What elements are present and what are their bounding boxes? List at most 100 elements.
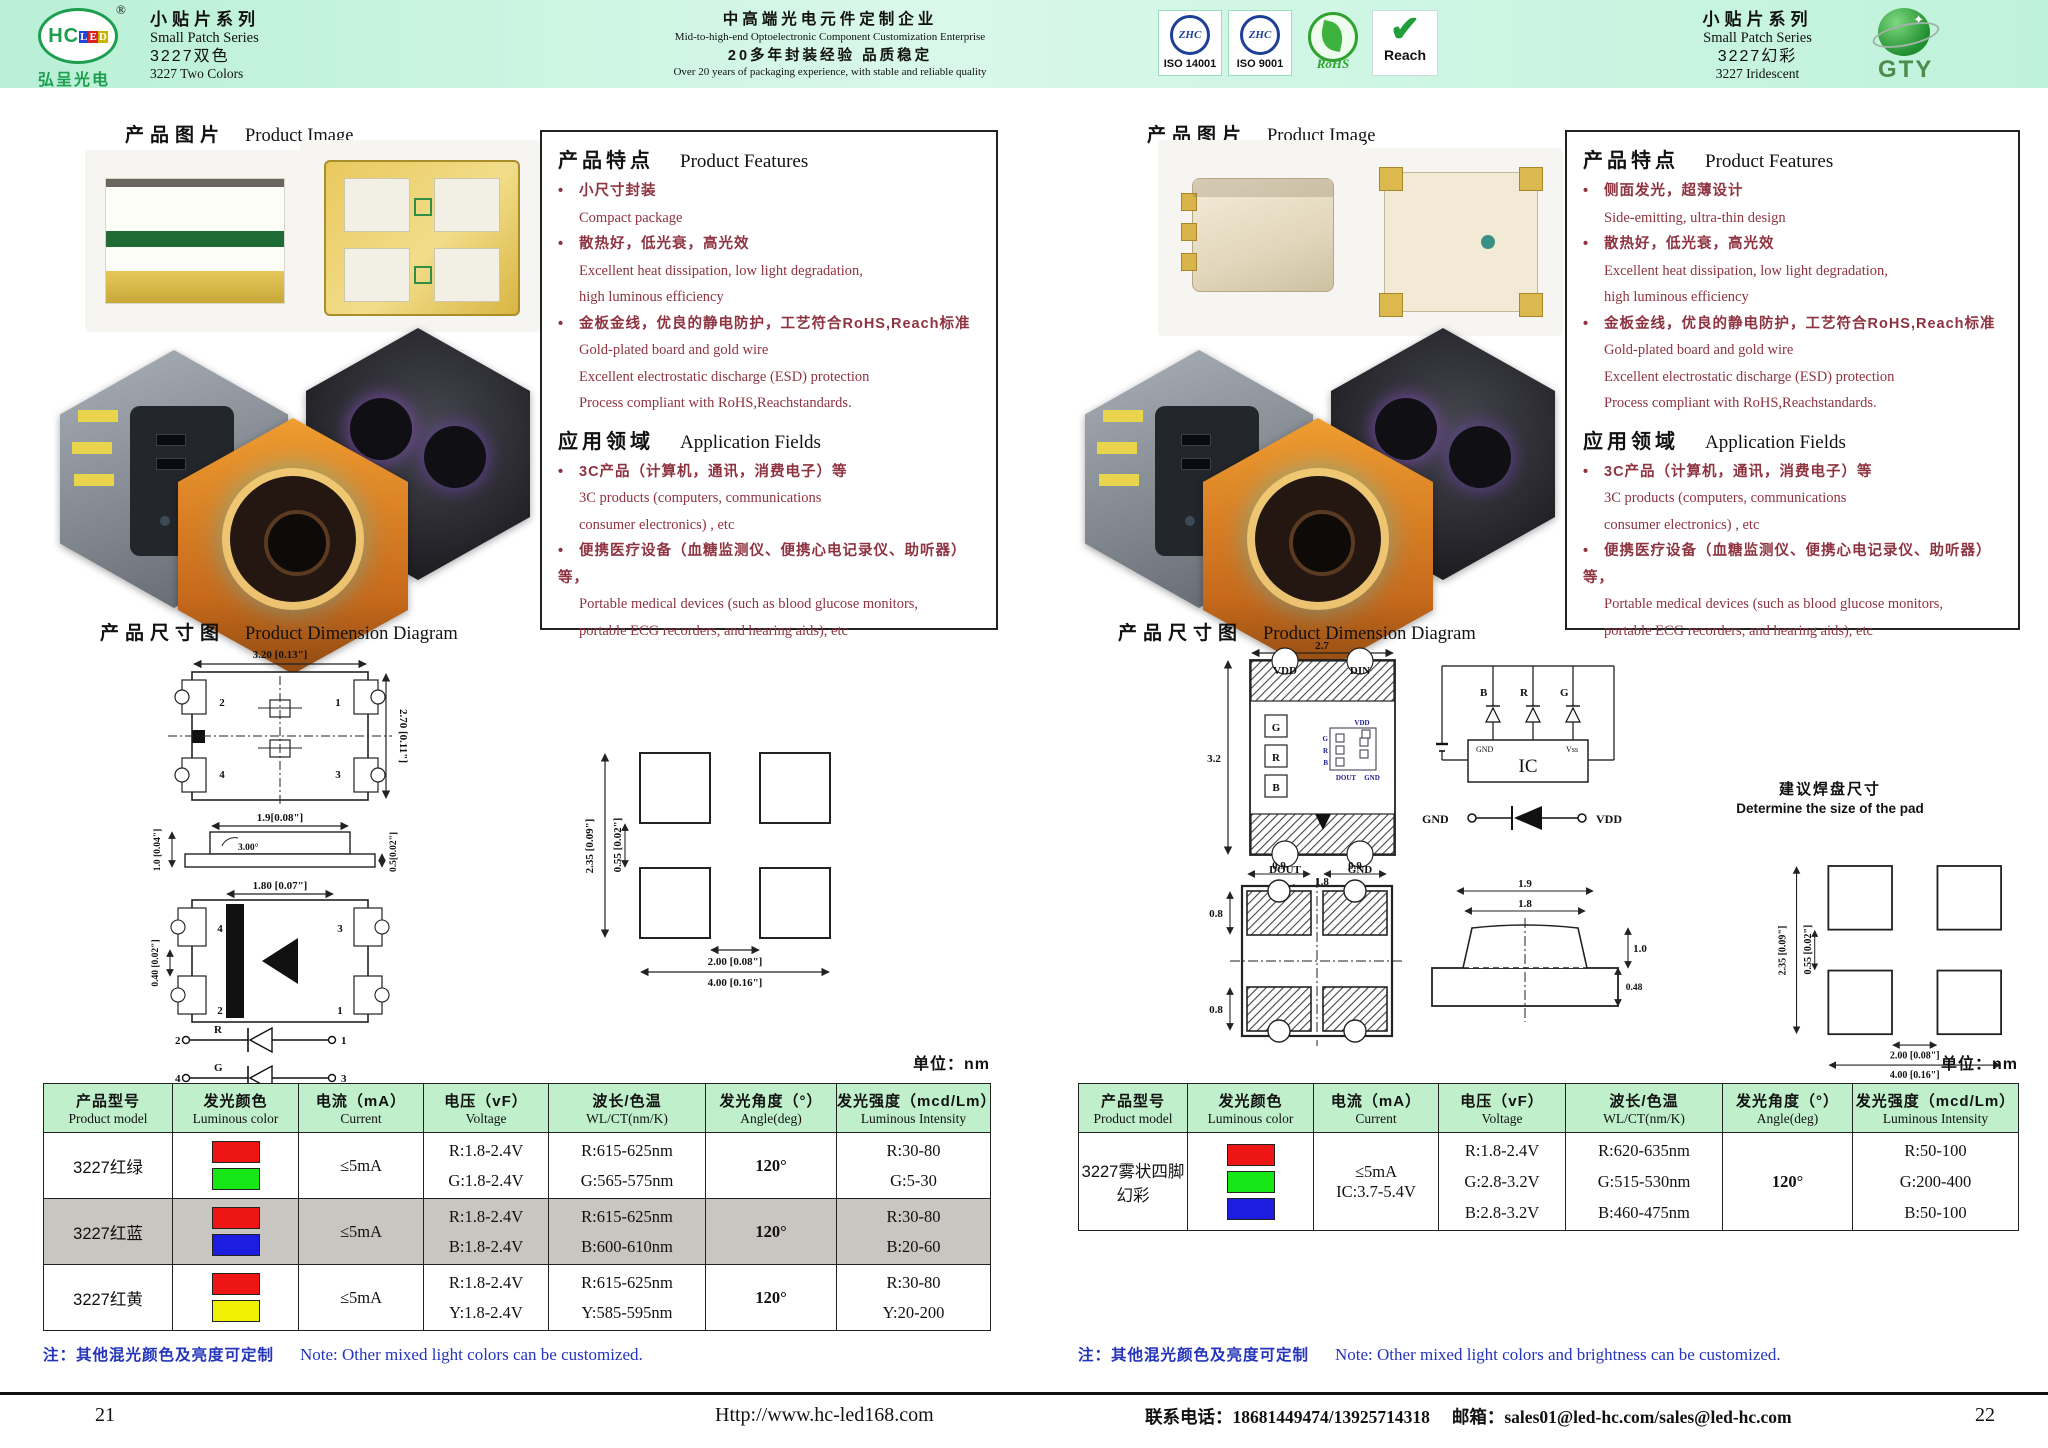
feature-en: Process compliant with RoHS,Reachstandar…	[579, 395, 852, 411]
th-en: Luminous Intensity	[1882, 1110, 1989, 1126]
right-application-collage	[1085, 322, 1585, 674]
left-dimension-heading: 产品尺寸图 Product Dimension Diagram	[100, 618, 458, 645]
pin-4-label: 4	[217, 923, 223, 935]
feature-cn: 散热好，低光衰，高光效	[579, 236, 750, 252]
th-cn: 发光强度（mcd/Lm）	[1855, 1092, 2016, 1110]
feature-cn: 散热好，低光衰，高光效	[1604, 236, 1775, 252]
feature-line: •散热好，低光衰，高光效	[558, 231, 980, 258]
dim-width: 3.20 [0.13"]	[253, 649, 308, 661]
earbud-right	[1449, 426, 1511, 488]
left-padlayout-diagram: 2.35 [0.09"] 0.55 [0.02"] 2.00 [0.08"] 4…	[584, 752, 831, 989]
th-cn: 电流（mA）	[315, 1092, 407, 1110]
th-cn: 产品型号	[1100, 1092, 1165, 1110]
contact-email: 邮箱：sales01@led-hc.com/sales@led-hc.com	[1451, 1407, 1792, 1427]
feature-en: Excellent electrostatic discharge (ESD) …	[1604, 368, 1895, 385]
th-en: Current	[340, 1110, 382, 1126]
th-en: Angle(deg)	[740, 1110, 802, 1126]
red-swatch	[1226, 1143, 1275, 1166]
mini-g-label: G	[1323, 735, 1329, 743]
th-en: WL/CT(nm/K)	[1603, 1110, 1685, 1126]
th-cn: 发光角度（°）	[1736, 1092, 1839, 1110]
package-body	[1181, 178, 1334, 292]
th-en: Luminous color	[192, 1110, 279, 1126]
package-top-shade	[1193, 179, 1333, 197]
left-series-block: 小贴片系列 Small Patch Series 3227双色 3227 Two…	[150, 10, 260, 82]
color-cell	[1187, 1132, 1314, 1231]
green-label: G	[214, 1062, 223, 1074]
company-name: 弘呈光电	[38, 72, 111, 89]
speaker-ring	[1255, 476, 1381, 602]
value-line: Y:1.8-2.4V	[449, 1302, 523, 1322]
dim-pad-outer: 4.00 [0.16"]	[1890, 1070, 1940, 1081]
right-features-box: 产品特点 Product Features •侧面发光，超薄设计 Side-em…	[1565, 130, 2020, 639]
product-photo-package-3d	[1158, 140, 1363, 336]
g-label: G	[1560, 687, 1569, 699]
features-title: 产品特点 Product Features	[558, 144, 980, 178]
left-unit-label: 单位：nm	[912, 1056, 990, 1073]
note-cn: 注：其他混光颜色及亮度可定制	[1078, 1347, 1310, 1364]
application-line: •3C产品（计算机，通讯，消费电子）等	[558, 459, 980, 486]
callout-tag	[1103, 410, 1143, 422]
series-title-en: Small Patch Series	[150, 30, 259, 46]
feature-line: •金板金线，优良的静电防护，工艺符合RoHS,Reach标准	[558, 311, 980, 338]
dim-pad-height: 2.35 [0.09"]	[1778, 926, 1789, 976]
callout-tag	[74, 474, 114, 486]
page-number-right: 22	[1975, 1404, 1995, 1426]
reach-label: Reach	[1383, 47, 1427, 63]
application-en: portable ECG recorders, and hearing aids…	[1604, 622, 1873, 639]
heading-cn: 产品尺寸图	[1118, 623, 1244, 644]
orbit-ring-icon	[1870, 17, 1942, 53]
application-title-en: Application Fields	[1705, 431, 1846, 453]
mini-r-label: R	[1323, 747, 1329, 755]
left-sideview-diagram: 1.9[0.08"] 3.00° 1.0 [0.04"] 0.5[0.02"]	[153, 812, 399, 872]
pin-4-label: 4	[175, 1073, 181, 1085]
feature-en: high luminous efficiency	[579, 289, 724, 305]
red-label: R	[214, 1024, 223, 1036]
right-series-block: 小贴片系列 Small Patch Series 3227幻彩 3227 Iri…	[1650, 10, 1865, 82]
model-cell: 3227红黄	[43, 1264, 173, 1331]
features-title: 产品特点 Product Features	[1583, 144, 2002, 178]
value-line: B:50-100	[1904, 1203, 1967, 1222]
earbud-right	[424, 426, 486, 488]
value-line: G:2.8-3.2V	[1464, 1172, 1540, 1191]
chip-gold-base	[106, 271, 284, 303]
model-line: 3227雾状四脚	[1081, 1162, 1185, 1181]
blue-swatch	[1226, 1197, 1275, 1220]
pad-area	[434, 178, 500, 232]
th-en: Angle(deg)	[1756, 1110, 1819, 1126]
application-cn: 3C产品（计算机，通讯，消费电子）等	[579, 463, 848, 480]
color-cell	[172, 1264, 299, 1331]
application-title-cn: 应用领域	[1583, 430, 1679, 453]
col-current: 电流（mA）Current	[298, 1083, 424, 1133]
dim-pad-height: 2.35 [0.09"]	[584, 819, 596, 874]
angle-cell: 120°	[705, 1132, 837, 1199]
th-en: Product model	[1093, 1110, 1173, 1126]
dim-height: 0.40 [0.02"]	[151, 939, 161, 986]
value-line: R:30-80	[886, 1206, 941, 1226]
angle-cell: 120°	[705, 1198, 837, 1265]
feature-line: •小尺寸封装	[558, 178, 980, 205]
th-en: Luminous Intensity	[860, 1110, 967, 1126]
current-cell: ≤5mA	[298, 1198, 424, 1265]
application-cn: 3C产品（计算机，通讯，消费电子）等	[1604, 463, 1873, 480]
dim-pad-gap: 0.55 [0.02"]	[1803, 925, 1814, 975]
led-chip-body	[105, 178, 285, 304]
bullet-icon: •	[558, 183, 565, 199]
hc-logo-text: HC	[48, 24, 80, 47]
callout-tag	[72, 442, 112, 454]
left-features-box: 产品特点 Product Features •小尺寸封装 Compact pac…	[540, 130, 998, 639]
